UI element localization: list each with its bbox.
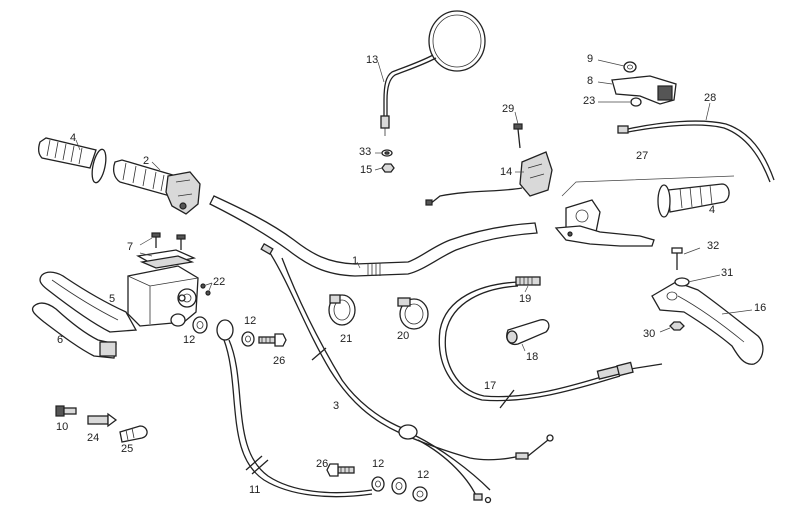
part-label-15: 15	[360, 164, 373, 176]
washer-12-lower-b	[391, 477, 407, 495]
screw-29	[513, 123, 523, 149]
clamp-20	[397, 297, 429, 330]
bolt-32	[671, 247, 683, 270]
switch-boot-18	[506, 319, 550, 346]
brake-hose	[216, 319, 373, 498]
clutch-perch	[611, 75, 677, 105]
part-label-23: 23	[583, 95, 596, 107]
screw-10	[55, 405, 77, 417]
washer-12-left	[192, 316, 208, 334]
part-label-10: 10	[56, 421, 69, 433]
clamp-21	[328, 294, 356, 326]
part-label-20: 20	[397, 330, 410, 342]
part-label-16: 16	[754, 302, 767, 314]
part-label-11: 11	[249, 484, 261, 496]
part-label-4-left: 4	[70, 132, 77, 144]
part-label-19: 19	[519, 293, 532, 305]
lever-6	[31, 302, 117, 359]
cap-screws	[136, 232, 197, 269]
clutch-cable	[438, 281, 663, 409]
part-label-1: 1	[352, 255, 359, 267]
clutch-lever-16	[651, 281, 764, 365]
part-label-27: 27	[636, 150, 649, 162]
part-label-6: 6	[57, 334, 64, 346]
washer-23	[630, 97, 642, 107]
part-label-25: 25	[121, 443, 134, 455]
part-label-7: 7	[127, 241, 134, 253]
banjo-bolt-26-upper	[258, 333, 287, 347]
part-label-3: 3	[333, 400, 340, 412]
nut-9	[623, 61, 637, 73]
part-label-14: 14	[500, 166, 513, 178]
front-brake-lever	[39, 271, 138, 333]
left-grip	[38, 137, 107, 184]
part-label-12-a: 12	[183, 334, 196, 346]
washer-12-lower-a	[371, 476, 385, 492]
part-label-26-b: 26	[316, 458, 329, 470]
part-label-29: 29	[502, 103, 515, 115]
part-label-26-a: 26	[273, 355, 286, 367]
part-label-13: 13	[366, 54, 379, 66]
choke-cable	[617, 120, 775, 183]
mirror	[380, 10, 486, 136]
brake-master-cylinder	[127, 265, 211, 327]
nut-15	[381, 163, 395, 173]
part-label-12-d: 12	[417, 469, 430, 481]
part-label-9: 9	[587, 53, 594, 65]
boot-25	[119, 425, 148, 443]
nut-33	[381, 149, 393, 157]
part-label-32: 32	[707, 240, 720, 252]
part-label-12-c: 12	[372, 458, 385, 470]
part-label-24: 24	[87, 432, 100, 444]
part-label-18: 18	[526, 351, 539, 363]
part-label-30: 30	[643, 328, 656, 340]
nut-30	[669, 321, 685, 331]
adjuster-19	[515, 276, 541, 286]
banjo-bolt-26-lower	[326, 463, 355, 477]
right-switch-assembly	[554, 199, 655, 247]
right-grip	[657, 183, 730, 218]
washer-12-upper	[241, 331, 255, 347]
part-label-17: 17	[484, 380, 497, 392]
part-label-4-right: 4	[709, 204, 716, 216]
bracket-22	[178, 294, 186, 302]
part-label-28: 28	[704, 92, 717, 104]
part-label-31: 31	[721, 267, 734, 279]
part-label-21: 21	[340, 333, 353, 345]
part-label-22: 22	[213, 276, 226, 288]
throttle-cable	[260, 243, 554, 504]
throttle-grip	[113, 159, 201, 215]
part-label-8: 8	[587, 75, 594, 87]
switch-24	[87, 412, 118, 428]
washer-12-lower-c	[412, 486, 428, 502]
part-label-12-b: 12	[244, 315, 257, 327]
switch-14	[425, 151, 553, 206]
part-label-33: 33	[359, 146, 372, 158]
part-label-5: 5	[109, 293, 116, 305]
part-label-2: 2	[143, 155, 150, 167]
leader-lines	[75, 59, 753, 352]
handlebar	[209, 195, 538, 277]
washer-31	[674, 277, 690, 287]
